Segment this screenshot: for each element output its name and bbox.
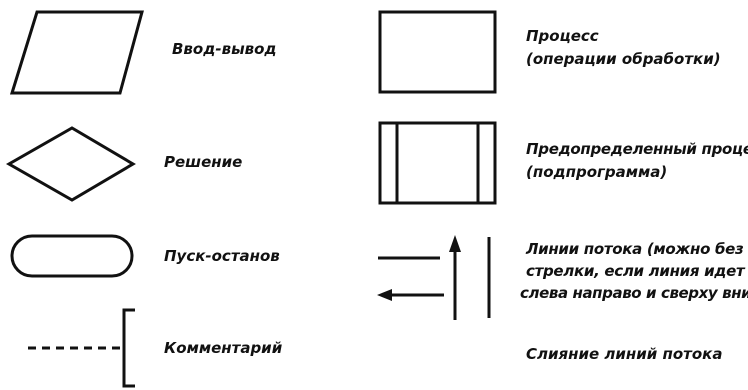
decision-symbol: [5, 126, 136, 202]
label-predefined-process-line2: (подпрограмма): [526, 163, 668, 181]
label-flow-lines-line1: Линии потока (можно без: [526, 240, 744, 258]
process-symbol: [378, 10, 497, 94]
label-input-output: Ввод-вывод: [172, 40, 277, 58]
input-output-symbol: [9, 10, 144, 95]
label-flow-merge: Слияние линий потока: [526, 345, 723, 363]
label-flow-lines-line3: слева направо и сверху вниз): [520, 284, 748, 302]
label-decision: Решение: [164, 153, 243, 171]
start-stop-symbol: [10, 234, 134, 278]
label-process-line2: (операции обработки): [526, 50, 721, 68]
flow-arrowhead-left: [377, 289, 392, 301]
predefined-process-symbol: [378, 121, 497, 205]
label-comment: Комментарий: [164, 339, 283, 357]
comment-bracket-symbol: [122, 308, 135, 388]
label-process-line1: Процесс: [526, 27, 599, 45]
label-start-stop: Пуск-останов: [164, 247, 280, 265]
flow-arrowhead-up: [449, 235, 461, 252]
label-flow-lines-line2: стрелки, если линия идет: [526, 262, 745, 280]
label-predefined-process-line1: Предопределенный процесс: [526, 140, 748, 158]
